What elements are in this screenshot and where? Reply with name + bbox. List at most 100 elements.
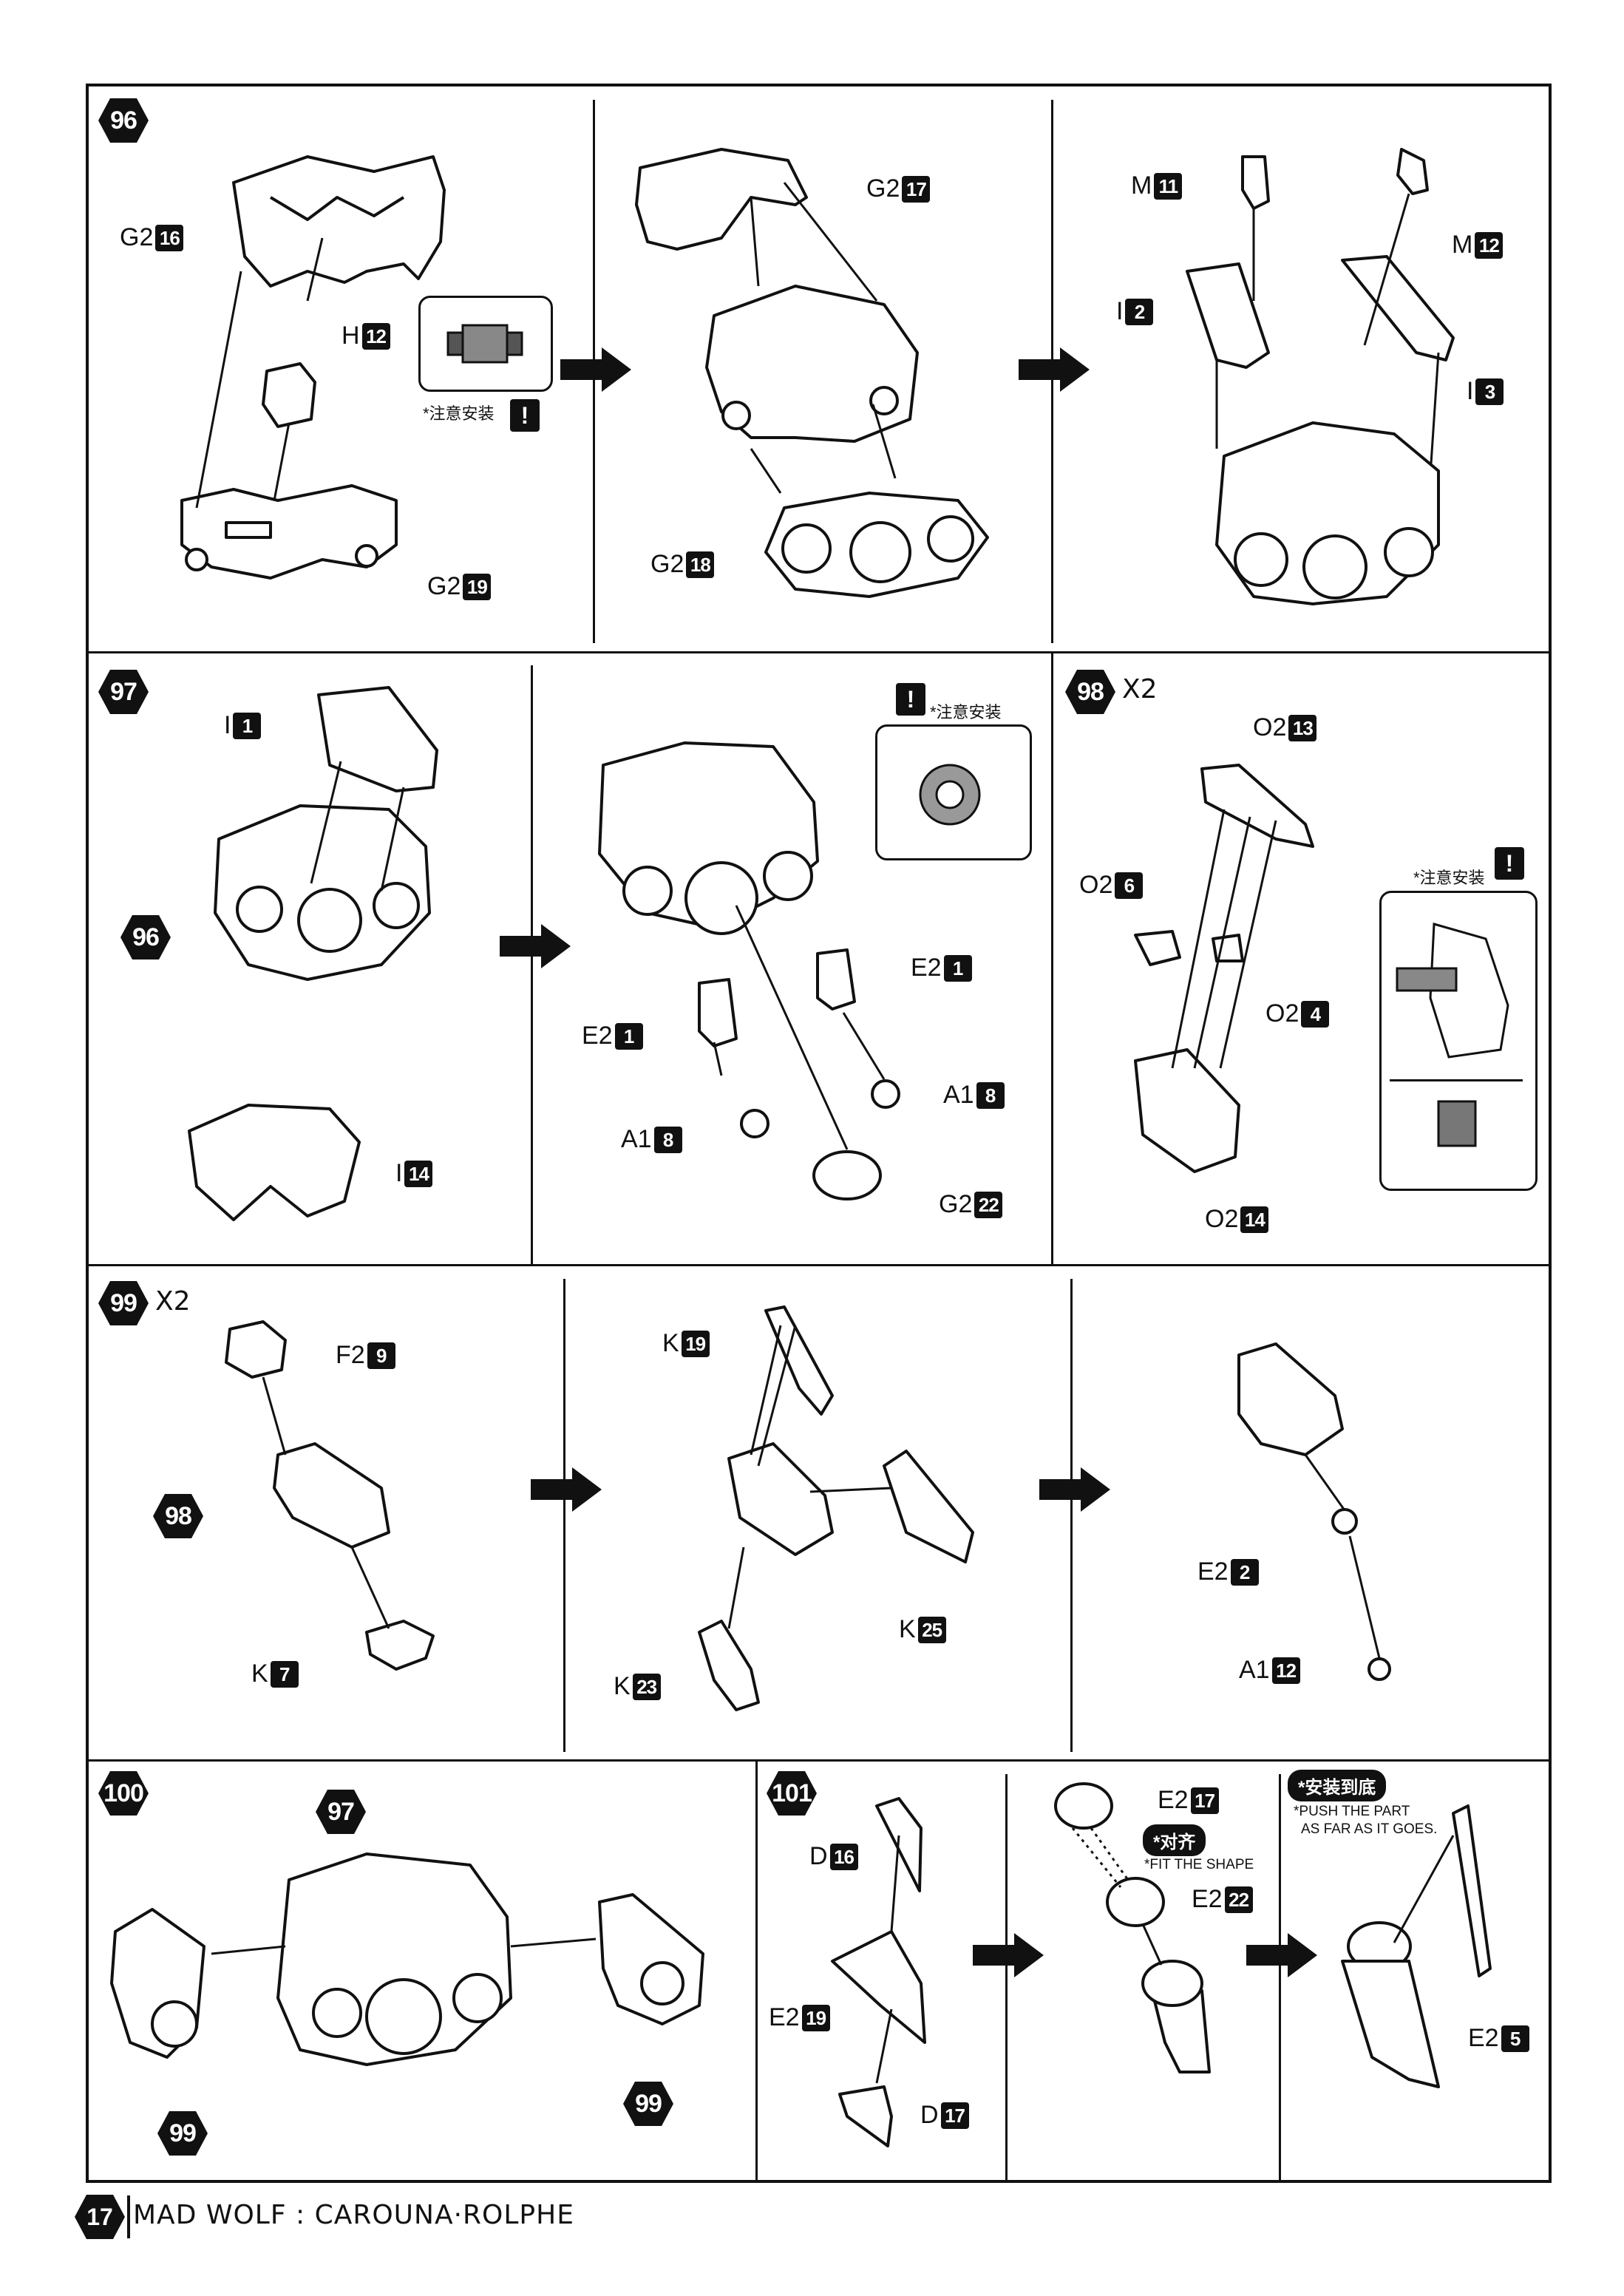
caution-detail-icon [446, 324, 523, 364]
hexagon-icon [316, 1790, 366, 1834]
page-frame [86, 84, 1552, 2183]
step-98-multiplier: X2 [1122, 674, 1158, 704]
hexagon-icon [98, 670, 149, 714]
next-arrow-icon [500, 924, 571, 968]
next-arrow-icon [1039, 1467, 1110, 1512]
warning-icon: ! [1495, 847, 1524, 880]
next-arrow-icon [560, 347, 631, 392]
caution-text: *注意安装 [1413, 869, 1485, 887]
row-divider-1 [86, 651, 1552, 653]
push-part-note-2: AS FAR AS IT GOES. [1301, 1821, 1438, 1837]
ref-badge-99-left: 99 [157, 2110, 208, 2156]
row-divider-3 [86, 1759, 1552, 1762]
step-badge-100: 100 [98, 1770, 149, 1816]
part-illustration-step97-98 [188, 686, 1314, 1221]
part-illustration-step99 [225, 1305, 1391, 1711]
col-divider-r4c [1279, 1774, 1281, 2181]
col-divider-r4a [755, 1761, 758, 2181]
caution-callout [418, 296, 553, 392]
next-arrow-icon [1246, 1933, 1317, 1977]
next-arrow-icon [973, 1933, 1044, 1977]
footer-divider [127, 2195, 130, 2238]
next-arrow-icon [531, 1467, 602, 1512]
part-illustration-step96 [180, 148, 1455, 605]
hexagon-icon [98, 1771, 149, 1816]
caution-text: *注意安装 [423, 404, 495, 423]
hexagon-icon [767, 1771, 817, 1816]
step-badge-99: 99 [98, 1280, 149, 1326]
caution-detail-icon [1396, 923, 1509, 1059]
row-divider-2 [86, 1264, 1552, 1266]
kit-title: MAD WOLF : CAROUNA·ROLPHE [133, 2200, 574, 2230]
step-badge-98: 98 [1064, 669, 1116, 715]
step-badge-101: 101 [766, 1770, 818, 1816]
step-99-multiplier: X2 [155, 1286, 191, 1317]
caution-text: *注意安装 [930, 703, 1002, 721]
col-divider-r3b [1070, 1279, 1073, 1752]
warning-icon: ! [510, 399, 540, 432]
hexagon-icon [75, 2195, 125, 2239]
hexagon-icon [98, 98, 149, 143]
page-number-badge: 17 [74, 2194, 126, 2240]
step-badge-97: 97 [98, 669, 149, 715]
push-part-note-1: *PUSH THE PART [1294, 1804, 1410, 1819]
hexagon-icon [623, 2082, 673, 2126]
col-divider-r3a [563, 1279, 565, 1752]
col-divider-r4b [1005, 1774, 1008, 2181]
fit-shape-tag: *对齐 [1143, 1824, 1206, 1856]
push-part-tag: *安装到底 [1288, 1770, 1387, 1801]
col-divider-r2a [531, 665, 533, 1264]
hexagon-icon [98, 1281, 149, 1325]
caution-detail-icon [1437, 1100, 1477, 1147]
callout-divider [1390, 1079, 1523, 1081]
caution-detail-icon [919, 764, 981, 826]
part-illustration-step100-101 [110, 1782, 1492, 2147]
hexagon-icon [157, 2111, 208, 2156]
warning-icon: ! [896, 683, 925, 716]
ref-badge-97: 97 [315, 1789, 367, 1835]
fit-shape-note: *FIT THE SHAPE [1144, 1857, 1254, 1872]
col-divider-r2b [1051, 653, 1053, 1264]
hexagon-icon [153, 1494, 203, 1538]
hexagon-icon [120, 915, 171, 960]
step-badge-96: 96 [98, 98, 149, 143]
ref-badge-99-right: 99 [622, 2081, 674, 2127]
ref-badge-96: 96 [120, 914, 171, 960]
next-arrow-icon [1019, 347, 1090, 392]
hexagon-icon [1065, 670, 1115, 714]
